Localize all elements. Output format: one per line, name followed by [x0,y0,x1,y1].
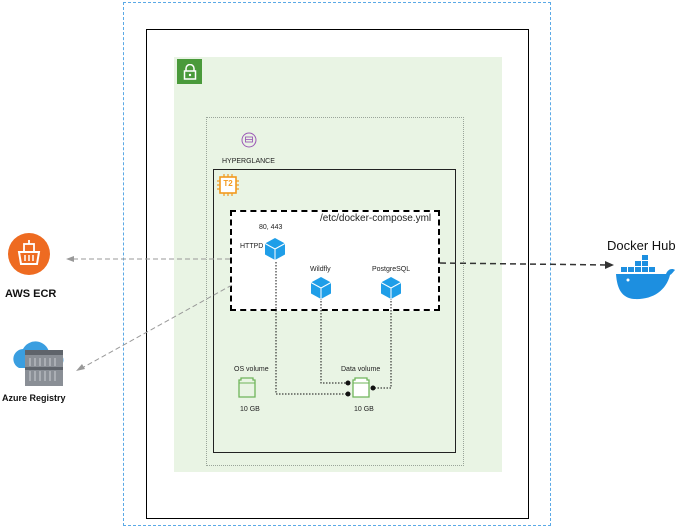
docker-hub-link [439,262,609,266]
container-icon [380,276,402,305]
link-dot [370,385,376,391]
lock-icon [177,59,202,84]
volume-icon [352,376,370,403]
azure-link [81,284,233,369]
container-icon [264,237,286,266]
data-volume-size: 10 GB [354,406,374,413]
aws-ecr-icon [7,232,51,281]
compose-file-label: /etc/docker-compose.yml [320,213,432,224]
docker-hub-label: Docker Hub [607,238,676,253]
httpd-label: HTTPD [240,243,264,250]
wildfly-label: Wildfly [310,266,331,273]
account-label: HYPERGLANCE [222,158,275,165]
subnet-frame [206,117,464,466]
azure-arrow [76,364,85,371]
ec2-instance-frame [213,169,456,453]
azure-registry-icon [5,338,69,395]
cloud-account-frame [146,29,529,519]
instance-type-label: T2 [223,179,233,188]
postgres-label: PostgreSQL [372,266,411,273]
aws-ecr-label: AWS ECR [5,288,57,300]
chip-icon: T2 [217,174,239,196]
ecr-arrow [66,256,74,262]
link-dot [345,380,351,386]
container-icon [310,276,332,305]
httpd-volume-link [275,262,350,395]
link-dot [345,391,351,397]
azure-registry-label: Azure Registry [2,393,66,403]
docker-whale-icon [614,255,676,308]
os-volume-size: 10 GB [240,406,260,413]
data-volume-label: Data volume [341,366,381,373]
wildfly-volume-link [320,298,350,384]
org-icon [241,132,257,148]
httpd-ports: 80, 443 [259,224,283,231]
volume-icon [238,376,256,403]
docker-hub-arrow [605,261,614,269]
os-volume-label: OS volume [234,366,269,373]
postgres-volume-link [372,298,392,389]
docker-compose-frame [230,210,440,311]
